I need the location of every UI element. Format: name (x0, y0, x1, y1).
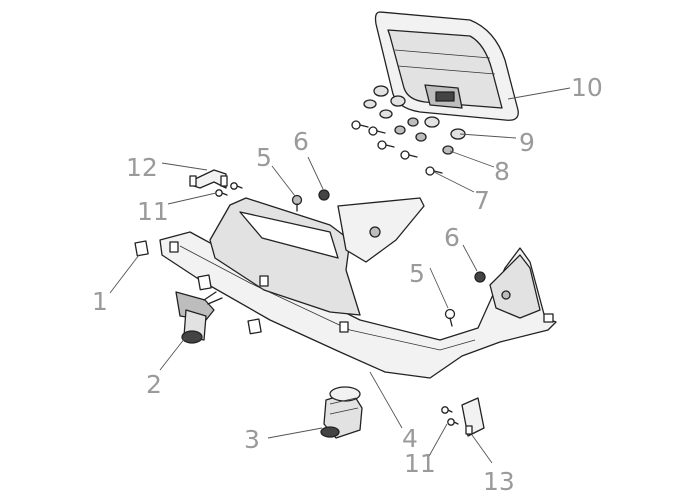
callout-4: 4 (402, 424, 418, 453)
part-5-bolt-upper (291, 194, 303, 212)
callout-6-lower: 6 (444, 223, 460, 252)
part-11-screws-lower (441, 406, 459, 426)
part-7-screws (351, 120, 443, 176)
leader-lines (109, 87, 571, 464)
callout-7: 7 (474, 186, 490, 215)
part-13-bracket (461, 397, 485, 437)
callout-labels: 1 2 3 4 5 6 5 6 7 8 9 10 11 12 11 13 (92, 73, 603, 496)
part-10-instrument-panel (374, 11, 519, 121)
callout-5-upper: 5 (256, 143, 272, 172)
part-8-spacers (394, 117, 454, 155)
callout-8: 8 (494, 157, 510, 186)
callout-11-lower: 11 (404, 449, 436, 478)
callout-12: 12 (126, 153, 158, 182)
callout-13: 13 (483, 467, 515, 496)
callout-5-lower: 5 (409, 259, 425, 288)
callout-9: 9 (519, 128, 535, 157)
part-3-socket (320, 386, 363, 439)
part-6-nut-lower (474, 271, 486, 283)
callout-11-upper: 11 (137, 197, 169, 226)
callout-2: 2 (146, 370, 162, 399)
part-2-ignition-switch (175, 291, 223, 344)
part-1-clip-nuts (134, 240, 262, 335)
part-12-bracket (189, 169, 228, 189)
part-11-screws-upper (215, 182, 243, 197)
callout-10: 10 (571, 73, 603, 102)
callout-1: 1 (92, 287, 108, 316)
part-4-front-frame (159, 197, 557, 379)
callout-6-upper: 6 (293, 127, 309, 156)
callout-3: 3 (244, 425, 260, 454)
part-5-bolt-lower (444, 308, 456, 327)
part-6-nut-upper (318, 189, 330, 201)
